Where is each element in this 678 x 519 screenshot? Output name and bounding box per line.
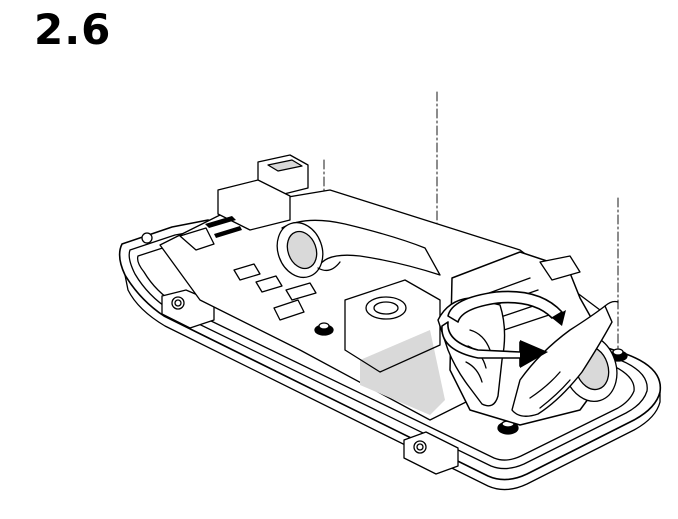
bolt-bottom (413, 440, 427, 454)
chip-2 (255, 275, 283, 293)
tray-lower-edge (124, 274, 661, 491)
connector-clip (179, 227, 215, 251)
connector-top (267, 159, 303, 172)
connector-base (217, 179, 291, 231)
plate-hole-inner (373, 301, 399, 315)
bolt-left-inner (174, 299, 182, 307)
hand-right-wrist (604, 300, 619, 307)
bolt-left (171, 296, 185, 310)
connector-pins (205, 216, 242, 238)
chip-3 (285, 282, 317, 301)
chip-4 (273, 299, 305, 321)
screw-left (314, 322, 334, 336)
plate-well (344, 279, 441, 373)
bolt-bottom-inner (416, 443, 424, 451)
plate-hole (365, 296, 407, 320)
tray-rim-2 (136, 237, 635, 461)
hose-ring (317, 261, 341, 272)
plate-shading (360, 330, 445, 415)
tray-rim-1 (128, 228, 648, 470)
bolt-corner (141, 232, 153, 244)
module-collar (539, 255, 581, 281)
connector-block (179, 154, 309, 251)
arrow-front-head (520, 340, 548, 368)
hand-right (511, 305, 613, 417)
chip-1 (233, 263, 261, 281)
rotate-arrow-icon (441, 290, 566, 368)
hose-end-inner (286, 230, 318, 270)
hose (276, 219, 441, 279)
board-chips (233, 263, 317, 321)
step-number: 2.6 (34, 5, 112, 54)
arrow-back (447, 290, 563, 323)
hand-right-fingers (529, 371, 571, 409)
arrow-back-tail (552, 310, 566, 326)
